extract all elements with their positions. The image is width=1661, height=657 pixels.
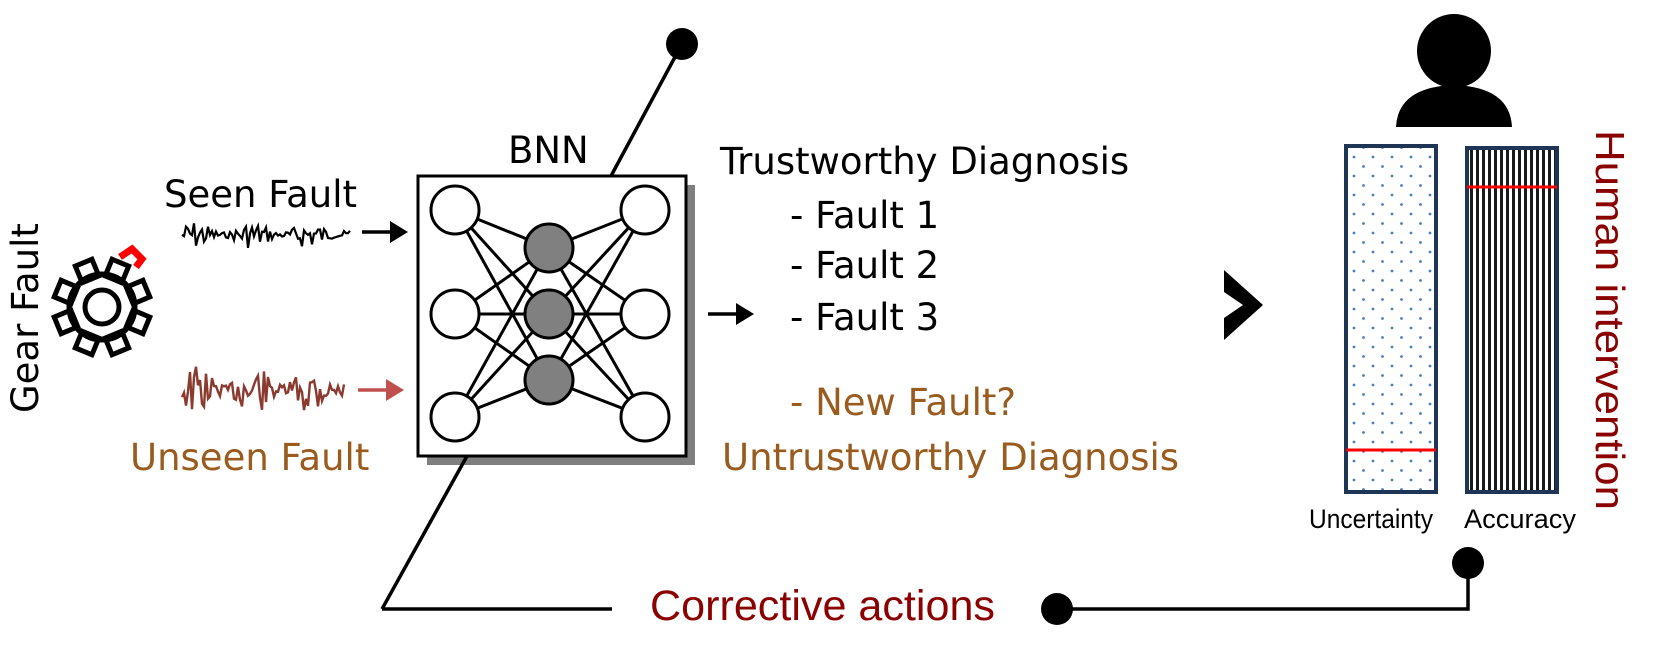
input-node <box>429 391 481 443</box>
gear-icon <box>50 244 154 359</box>
seen-fault-arrow <box>362 221 408 243</box>
chevron-right-icon <box>1224 270 1263 340</box>
unseen-fault-label: Unseen Fault <box>130 436 369 479</box>
output-arrow <box>708 303 754 325</box>
seen-fault-signal <box>181 222 351 249</box>
accuracy-bar <box>1465 146 1559 494</box>
hidden-node <box>523 354 575 406</box>
unseen-fault-signal <box>180 366 346 411</box>
person-icon <box>1396 14 1512 127</box>
unseen-fault-arrow <box>358 379 404 401</box>
human-intervention-label: Human intervention <box>1587 130 1633 510</box>
fault-3-label: - Fault 3 <box>790 296 939 339</box>
new-fault-label: - New Fault? <box>790 381 1016 424</box>
untrustworthy-diagnosis-label: Untrustworthy Diagnosis <box>722 436 1179 479</box>
fault-2-label: - Fault 2 <box>790 244 939 287</box>
gear-fault-label: Gear Fault <box>4 223 47 413</box>
output-node <box>619 288 671 340</box>
fault-1-label: - Fault 1 <box>790 194 939 237</box>
seen-fault-label: Seen Fault <box>164 173 357 216</box>
bnn-nodes <box>429 184 671 443</box>
loop-endpoint-top <box>666 28 698 60</box>
output-node <box>619 184 671 236</box>
uncertainty-bar <box>1344 144 1438 494</box>
bnn-label: BNN <box>508 129 589 172</box>
trustworthy-diagnosis-label: Trustworthy Diagnosis <box>719 140 1129 183</box>
input-node <box>429 288 481 340</box>
accuracy-bar-fill <box>1467 148 1557 492</box>
accuracy-label: Accuracy <box>1464 504 1576 534</box>
hidden-node <box>523 288 575 340</box>
loop-endpoint-right <box>1452 547 1484 579</box>
input-node <box>429 184 481 236</box>
output-node <box>619 391 671 443</box>
uncertainty-label: Uncertainty <box>1309 504 1433 534</box>
loop-endpoint-left <box>1041 593 1073 625</box>
corrective-actions-label: Corrective actions <box>650 582 995 630</box>
hidden-node <box>523 222 575 274</box>
gear-fault-mark <box>118 244 147 270</box>
